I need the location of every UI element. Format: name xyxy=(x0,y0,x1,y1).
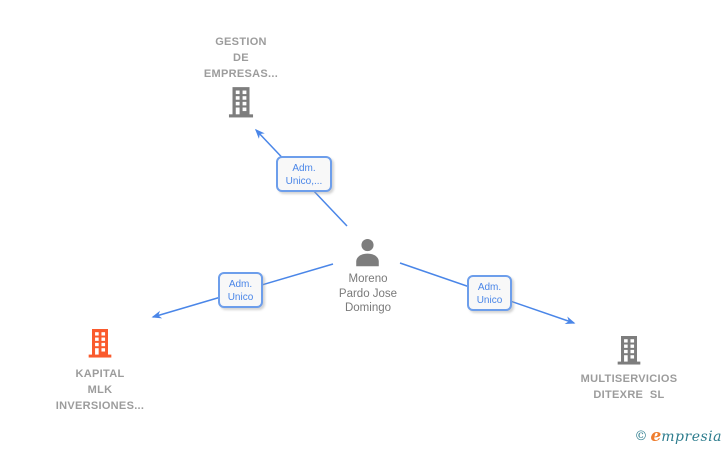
empresia-logo-text: mpresia xyxy=(661,429,722,445)
building-icon-multiservicios[interactable] xyxy=(613,333,645,372)
person-icon[interactable] xyxy=(351,236,384,274)
company-label-kapital[interactable]: KAPITAL MLK INVERSIONES... xyxy=(55,368,145,412)
company-label-multiservicios[interactable]: MULTISERVICIOS DITEXRE SL xyxy=(580,373,678,401)
person-label[interactable]: Moreno Pardo Jose Domingo xyxy=(338,273,398,314)
empresia-logo-e: e xyxy=(650,426,662,446)
company-label-gestion[interactable]: GESTION DE EMPRESAS... xyxy=(203,36,279,80)
edge-label-adm-unico-multiservicios: Adm. Unico xyxy=(467,275,512,311)
building-icon-gestion[interactable] xyxy=(224,84,258,125)
edge-label-adm-unico-gestion: Adm. Unico,... xyxy=(276,156,332,192)
copyright-icon: © xyxy=(634,429,648,444)
edge-label-adm-unico-kapital: Adm. Unico xyxy=(218,272,263,308)
empresia-logo: ©empresia xyxy=(634,426,722,446)
building-icon-kapital[interactable] xyxy=(84,326,116,365)
